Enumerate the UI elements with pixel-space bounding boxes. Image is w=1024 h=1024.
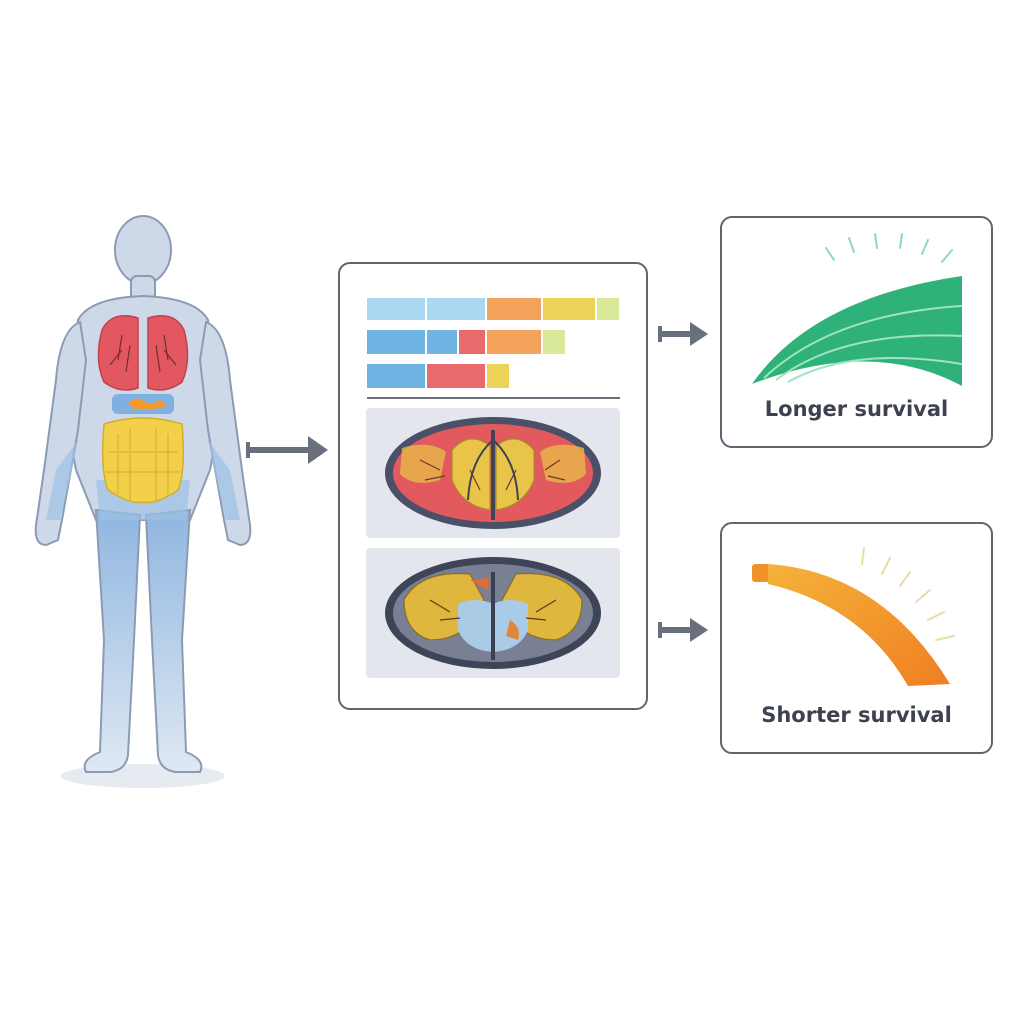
shorter-survival-label: Shorter survival xyxy=(761,703,952,727)
feature-segment xyxy=(487,330,541,354)
declining-curve-icon xyxy=(752,547,955,686)
feature-segment xyxy=(459,330,485,354)
arrow-body-to-analysis xyxy=(246,436,328,464)
feature-bar-row xyxy=(367,298,619,320)
feature-segment xyxy=(543,330,565,354)
feature-segment xyxy=(543,298,595,320)
abdomen xyxy=(101,417,185,504)
feature-segment xyxy=(597,298,619,320)
ct-scan-slice-lower xyxy=(366,548,620,678)
arrow-to-shorter-survival xyxy=(658,618,708,642)
feature-segment xyxy=(487,298,541,320)
outcome-card-shorter: Shorter survival xyxy=(720,522,993,754)
ct-scan-slice-upper xyxy=(366,408,620,538)
feature-segment xyxy=(487,364,509,388)
feature-segment xyxy=(427,364,485,388)
feature-segment xyxy=(427,298,485,320)
lungs xyxy=(97,315,189,391)
rising-curve-icon xyxy=(752,233,963,386)
arrow-to-longer-survival xyxy=(658,322,708,346)
feature-bar-row xyxy=(367,330,565,354)
feature-segment xyxy=(367,298,425,320)
feature-segment xyxy=(367,330,425,354)
outcome-card-longer: Longer survival xyxy=(720,216,993,448)
feature-bar-row xyxy=(367,364,509,388)
feature-bars xyxy=(367,298,619,388)
organ-orange xyxy=(128,398,168,410)
feature-segment xyxy=(427,330,457,354)
feature-segment xyxy=(367,364,425,388)
longer-survival-label: Longer survival xyxy=(764,397,949,421)
